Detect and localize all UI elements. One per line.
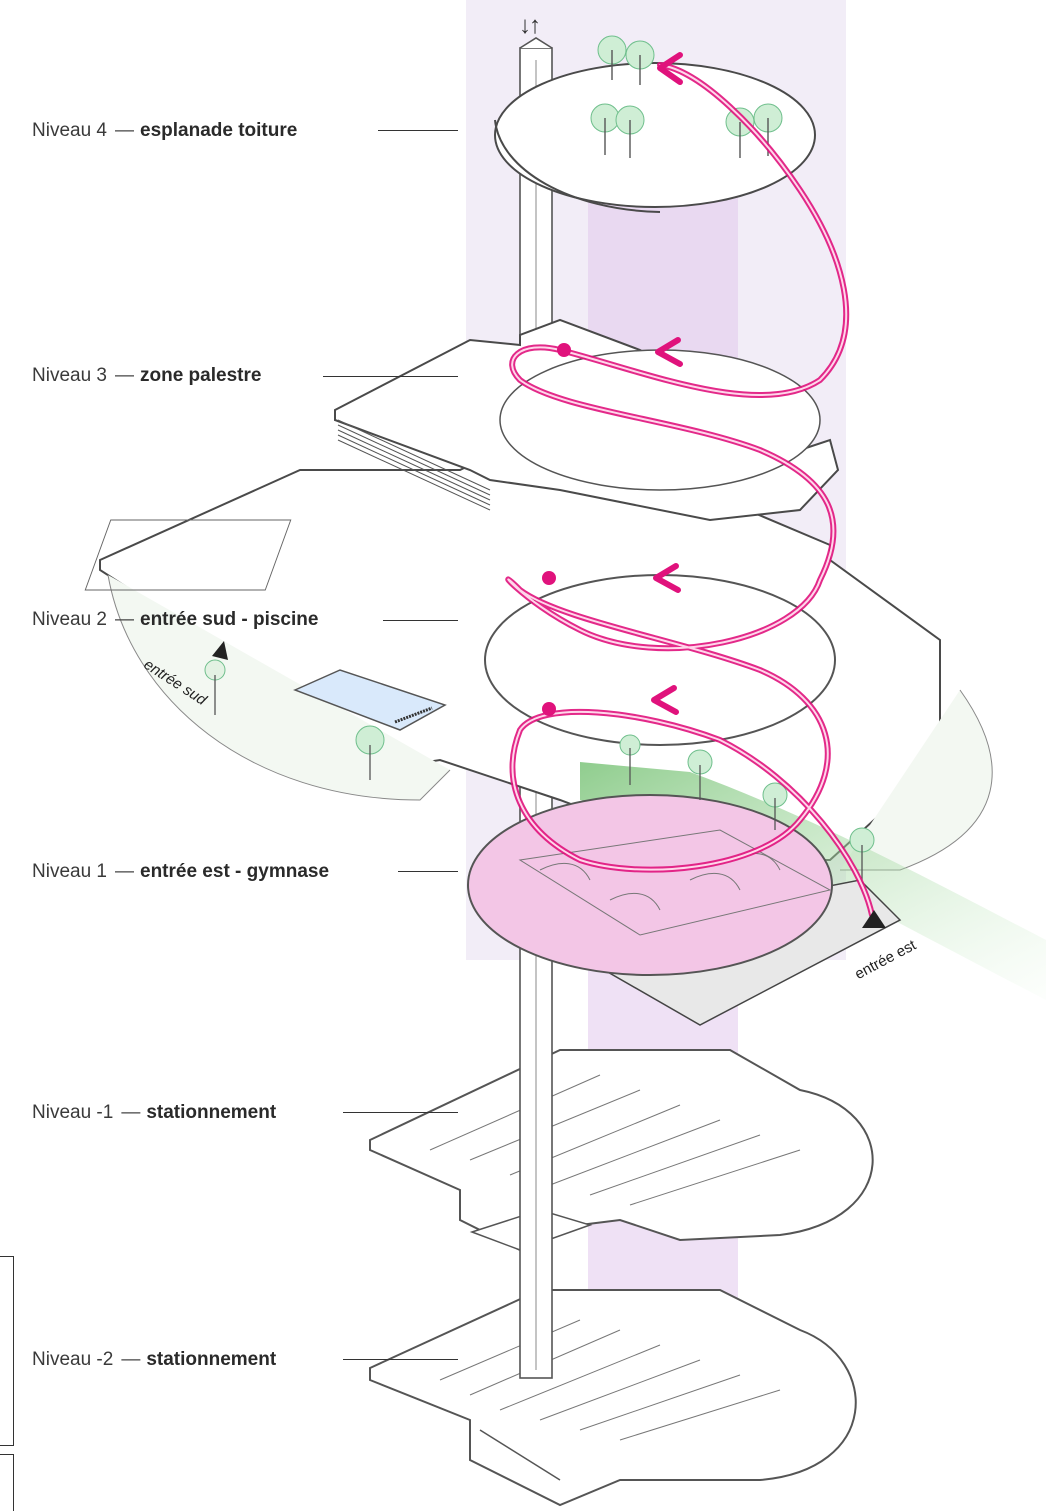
leader-level-minus1 [343, 1112, 458, 1113]
level-minus1-number: Niveau -1 [32, 1102, 114, 1123]
level2-number: Niveau 2 [32, 609, 107, 630]
level3-name: zone palestre [140, 365, 262, 386]
level-minus1-plate [369, 1049, 874, 1252]
level1-number: Niveau 1 [32, 861, 107, 882]
level-minus2-plate [369, 1289, 857, 1507]
leader-level4 [378, 130, 458, 131]
level2-name: entrée sud - piscine [140, 609, 319, 630]
east-entry-marker [862, 910, 886, 928]
level-minus2-name: stationnement [146, 1349, 277, 1370]
separator: — [115, 609, 134, 630]
label-level4: Niveau 4 — esplanade toiture [32, 121, 297, 140]
level-minus1-name: stationnement [146, 1102, 277, 1123]
spiral-chevrons [651, 52, 683, 715]
level3-number: Niveau 3 [32, 365, 107, 386]
leader-level-minus2 [343, 1359, 458, 1360]
separator: — [115, 861, 134, 882]
circulation-spiral [505, 62, 875, 918]
label-level-minus2: Niveau -2 —stationnement [32, 1350, 276, 1369]
level-minus2-number: Niveau -2 [32, 1349, 114, 1370]
level1-name: entrée est - gymnase [140, 861, 330, 882]
cropped-panel-1 [0, 1256, 14, 1446]
label-level-minus1: Niveau -1 —stationnement [32, 1103, 276, 1122]
label-level3: Niveau 3 — zone palestre [32, 366, 261, 385]
south-entry-marker [212, 641, 228, 660]
leader-level3 [323, 376, 458, 377]
separator: — [115, 365, 134, 386]
elevator-arrows: ↓↑ [519, 12, 541, 39]
level3-plate [334, 318, 840, 522]
spiral-nodes [542, 343, 571, 716]
pool [293, 669, 447, 731]
separator: — [115, 120, 134, 141]
level4-name: esplanade toiture [140, 120, 298, 141]
leader-level1 [398, 871, 458, 872]
green-walkway [580, 762, 1046, 1000]
level4-number: Niveau 4 [32, 120, 107, 141]
level4-plate [494, 35, 816, 213]
leader-level2 [383, 620, 458, 621]
trees-lower [204, 659, 875, 853]
cropped-panel-2 [0, 1454, 14, 1511]
label-level1: Niveau 1 — entrée est - gymnase [32, 862, 329, 881]
label-level2: Niveau 2 — entrée sud - piscine [32, 610, 318, 629]
level1-plate [467, 794, 902, 1026]
separator: — [121, 1349, 141, 1370]
separator: — [121, 1102, 141, 1123]
